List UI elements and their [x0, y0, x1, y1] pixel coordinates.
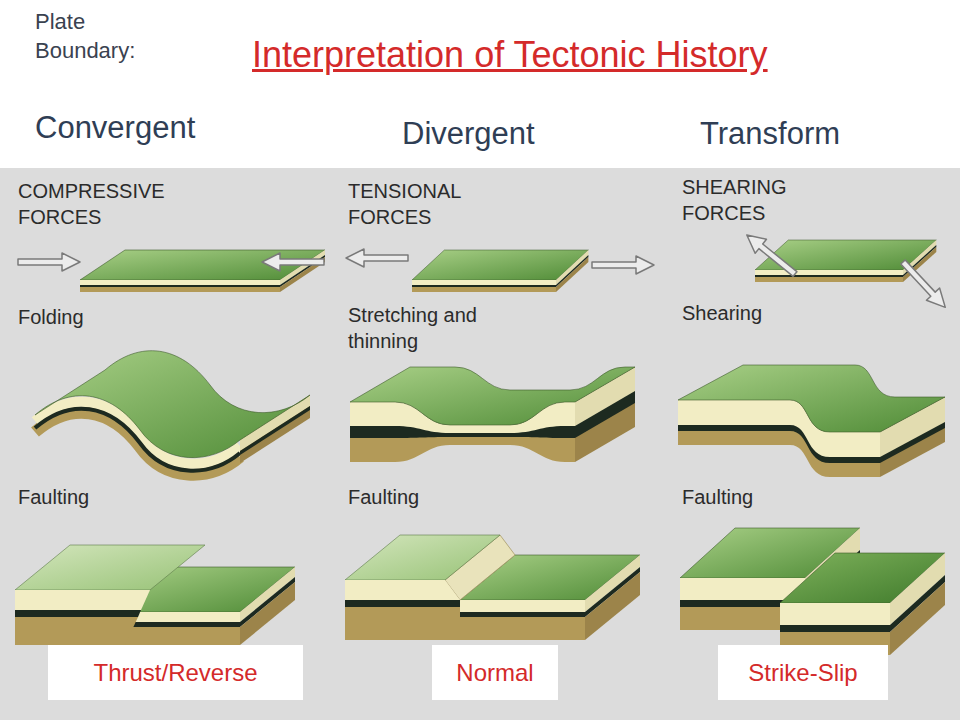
- boundary-type: Divergent: [402, 114, 535, 154]
- force-label: SHEARING FORCES: [682, 174, 832, 226]
- stage-label: Folding: [18, 304, 84, 330]
- fault-type: Normal: [432, 645, 558, 700]
- boundary-type: Convergent: [35, 108, 195, 148]
- force-label: TENSIONAL FORCES: [348, 178, 498, 230]
- panel-ground: [0, 168, 960, 720]
- shearing-block: [678, 365, 945, 477]
- stretching-block: [350, 367, 635, 462]
- stage-label: Faulting: [348, 484, 419, 510]
- stage-label: Faulting: [682, 484, 753, 510]
- fault-type: Thrust/Reverse: [48, 645, 303, 700]
- boundary-type: Transform: [700, 114, 840, 154]
- force-slabs: [80, 240, 936, 292]
- reverse-fault-blocks: [15, 545, 295, 645]
- stage-label: Shearing: [682, 300, 762, 326]
- stage-label: Faulting: [18, 484, 89, 510]
- fault-type: Strike-Slip: [718, 645, 888, 700]
- force-arrows: [18, 228, 952, 313]
- folding-block: [35, 351, 310, 475]
- normal-fault-blocks: [345, 535, 640, 640]
- force-label: COMPRESSIVE FORCES: [18, 178, 190, 230]
- boundary-heading: Plate Boundary:: [35, 8, 153, 65]
- stage-label: Stretching and thinning: [348, 302, 513, 354]
- page-title: Interpretation of Tectonic History: [252, 32, 768, 79]
- strike-slip-blocks: [680, 528, 945, 655]
